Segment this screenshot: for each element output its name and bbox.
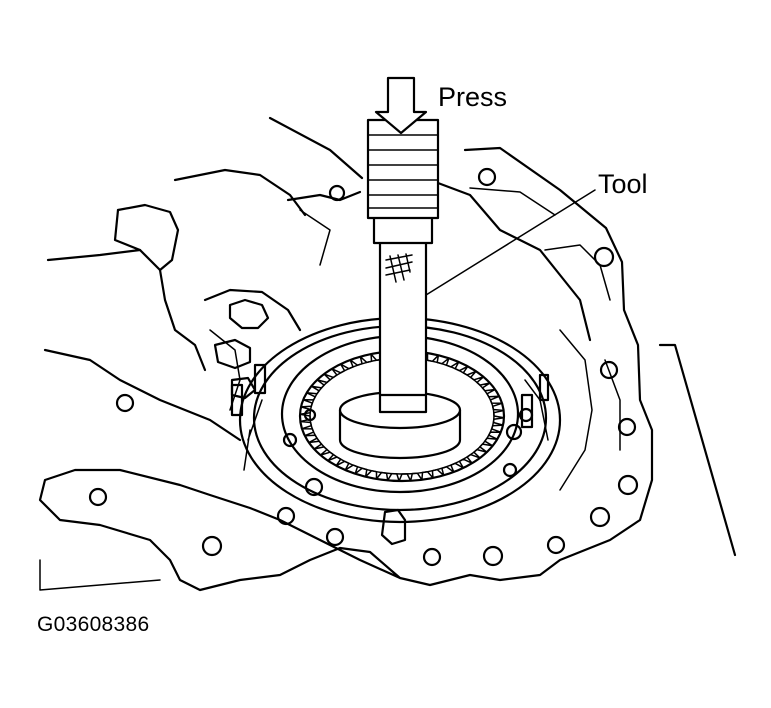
piston-ports: [282, 407, 534, 497]
tool-leader-line: [425, 189, 596, 296]
press-label: Press: [438, 82, 507, 112]
transaxle-case: [38, 116, 737, 592]
gear-teeth-path: [299, 350, 505, 482]
gear-teeth-ring: [299, 350, 505, 482]
press-tool: [366, 118, 440, 414]
tool-label: Tool: [598, 169, 648, 199]
flange-bolt-holes: [88, 167, 639, 567]
case-lugs: [213, 298, 407, 546]
down-arrow-icon: [374, 76, 428, 135]
figure-id: G03608386: [37, 613, 150, 636]
